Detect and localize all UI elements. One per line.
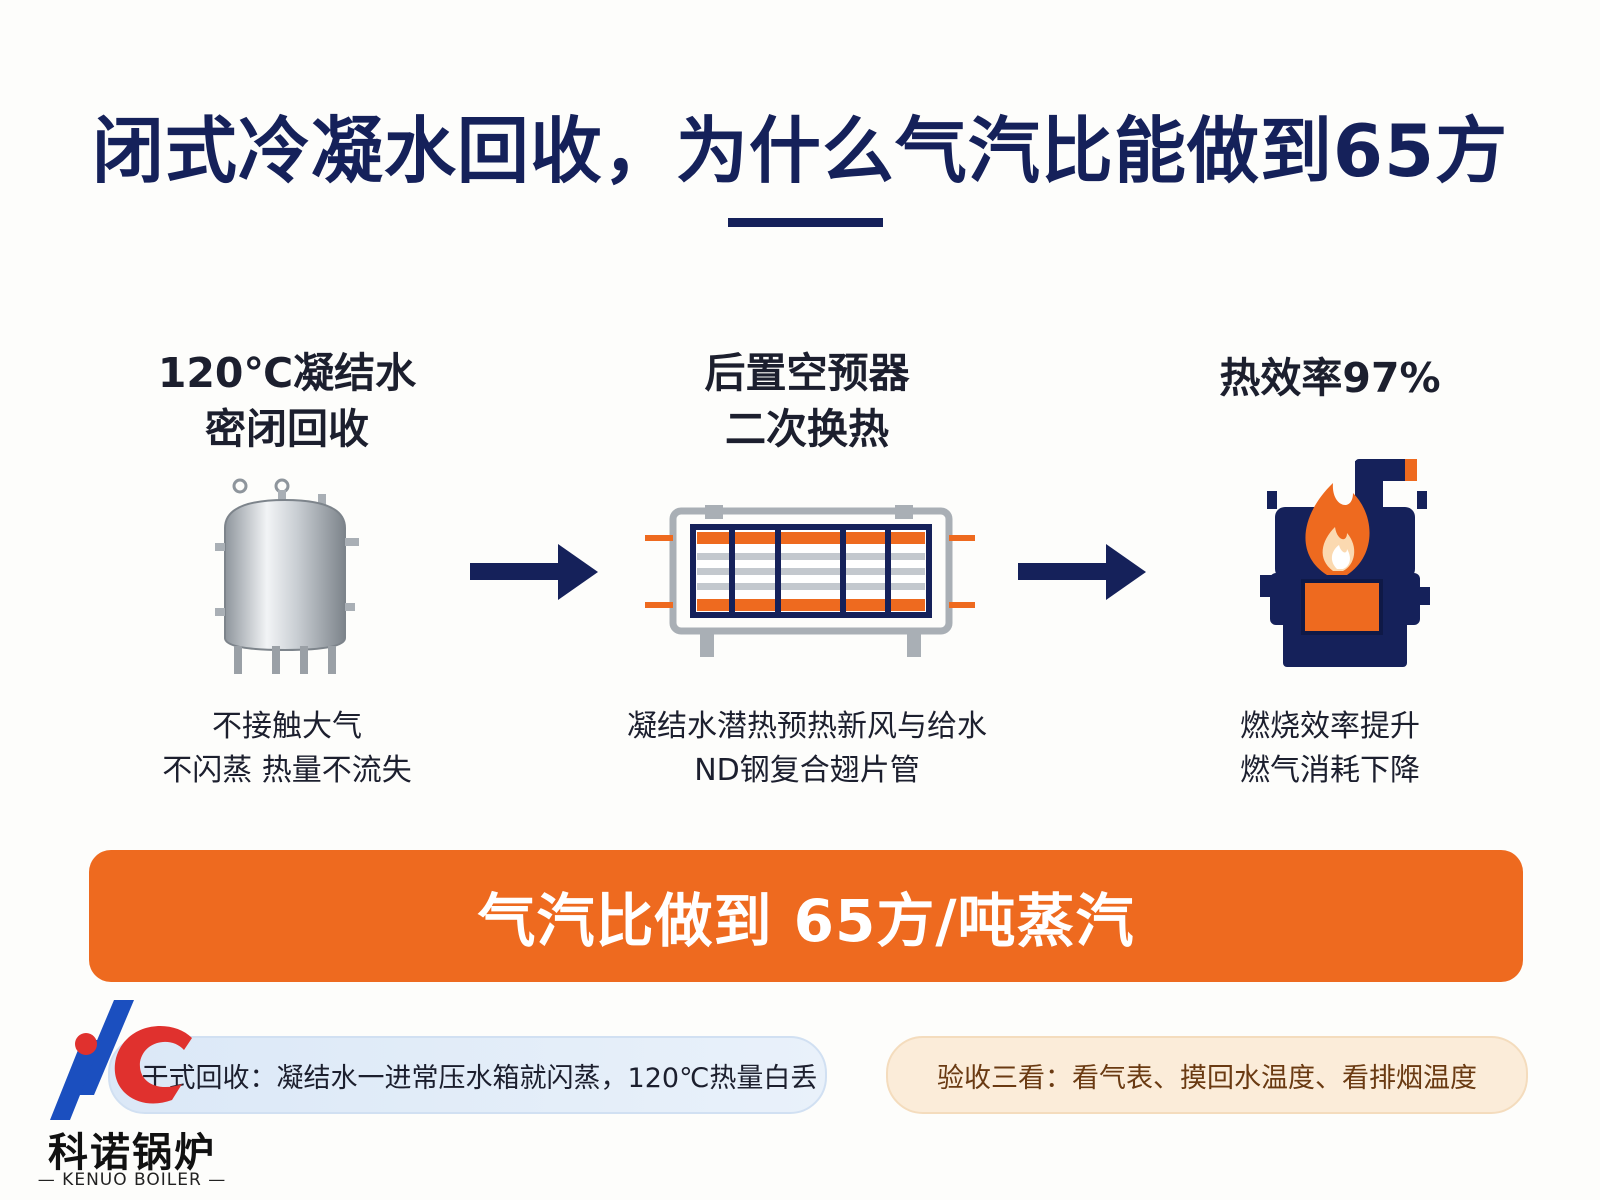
dry-recovery-note: 干式回收：凝结水一进常压水箱就闪蒸，120℃热量白丢 [108,1036,827,1114]
logo-wordmark: 科诺锅炉 [48,1130,216,1176]
step-1-description: 不接触大气 不闪蒸 热量不流失 [27,705,547,793]
title-underline [728,218,883,227]
pressure-tank-icon [215,478,359,674]
acceptance-check-note-text: 验收三看：看气表、摸回水温度、看排烟温度 [937,1062,1477,1094]
arrow-right-icon [470,544,598,600]
step-1-heading-line-1: 120℃凝结水 [157,349,417,397]
step-3-description: 燃烧效率提升 燃气消耗下降 [1070,705,1590,793]
logo-subtitle: — KENUO BOILER — [37,1170,227,1190]
result-banner-text: 气汽比做到 65方/吨蒸汽 [477,887,1135,955]
step-3-description-line-1: 燃烧效率提升 [1240,709,1420,744]
arrow-right-icon [1018,544,1146,600]
step-3-heading: 热效率97% [1100,350,1560,406]
step-2-description-line-2: ND钢复合翅片管 [694,753,920,788]
step-2-description: 凝结水潜热预热新风与给水 ND钢复合翅片管 [547,705,1067,793]
step-2-heading-line-2: 二次换热 [725,405,889,453]
dry-recovery-note-text: 干式回收：凝结水一进常压水箱就闪蒸，120℃热量白丢 [141,1062,818,1094]
heat-exchanger-icon [645,505,975,657]
step-2-description-line-1: 凝结水潜热预热新风与给水 [627,709,987,744]
step-1-description-line-2: 不闪蒸 热量不流失 [162,753,412,788]
step-2-heading: 后置空预器 二次换热 [577,345,1037,457]
step-2-heading-line-1: 后置空预器 [704,349,910,397]
step-1-description-line-1: 不接触大气 [212,709,362,744]
result-banner: 气汽比做到 65方/吨蒸汽 [89,850,1523,982]
step-1-heading: 120℃凝结水 密闭回收 [57,345,517,457]
acceptance-check-note: 验收三看：看气表、摸回水温度、看排烟温度 [886,1036,1528,1114]
kenuo-logo-icon [50,1000,192,1120]
step-3-heading-line-1: 热效率97% [1219,354,1441,402]
boiler-flame-icon [1260,459,1430,667]
page-title: 闭式冷凝水回收，为什么气汽比能做到65方 [91,109,1509,193]
step-1-heading-line-2: 密闭回收 [205,405,369,453]
step-3-description-line-2: 燃气消耗下降 [1240,753,1420,788]
